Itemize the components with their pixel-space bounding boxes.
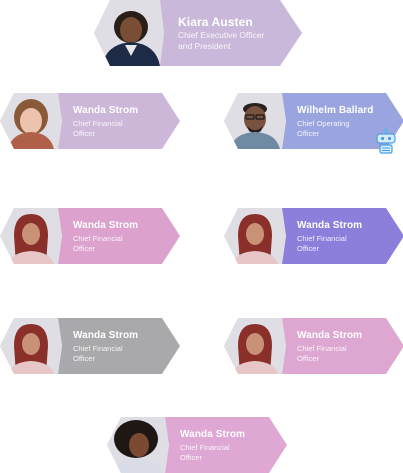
person-avatar [224,208,286,264]
person-avatar [224,318,286,374]
node-name: Wilhelm Ballard [297,105,374,116]
person-avatar [0,318,62,374]
node-title: Chief Financial Officer [73,119,153,138]
node-title-line: Chief Financial [73,234,123,243]
robot-icon[interactable] [374,127,398,155]
node-title-line: Chief Financial [180,443,230,452]
org-node-cfo[interactable]: Wanda Strom Chief Financial Officer [224,208,403,264]
node-title-line: Chief Financial [73,119,123,128]
node-name: Wanda Strom [180,429,246,440]
person-avatar [0,208,62,264]
node-name: Wanda Strom [297,220,363,231]
org-node-ceo[interactable]: Kiara Austen Chief Executive Officer and… [94,0,302,66]
org-node-cfo[interactable]: Wanda Strom Chief Financial Officer [224,318,403,374]
node-title-line: Officer [73,128,95,138]
node-title: Chief Financial Officer [180,443,260,462]
node-title-line: Officer [297,243,319,253]
node-title: Chief Executive Officer and President [178,30,278,51]
org-node-cfo[interactable]: Wanda Strom Chief Financial Officer [107,417,287,473]
person-avatar [107,417,169,473]
person-avatar [224,93,286,149]
node-title-line: Officer [73,243,95,253]
node-name: Kiara Austen [178,15,253,29]
node-title-line: Chief Financial [297,344,347,353]
org-node-cfo[interactable]: Wanda Strom Chief Financial Officer [0,208,180,264]
node-title-line: Chief Operating [297,119,350,128]
node-title-line: Officer [297,128,319,138]
node-title-line: Chief Financial [297,234,347,243]
org-node-cfo[interactable]: Wanda Strom Chief Financial Officer [0,93,180,149]
node-title: Chief Financial Officer [297,344,377,363]
person-avatar [0,93,62,149]
node-title-line: and President [178,40,231,51]
node-name: Wanda Strom [297,330,363,341]
node-title-line: Chief Financial [73,344,123,353]
org-node-cfo[interactable]: Wanda Strom Chief Financial Officer [0,318,180,374]
node-title-line: Officer [180,452,202,462]
node-title-line: Officer [297,353,319,363]
node-title: Chief Financial Officer [297,234,377,253]
node-name: Wanda Strom [73,220,139,231]
node-title: Chief Financial Officer [73,344,153,363]
node-name: Wanda Strom [73,330,139,341]
node-title-line: Officer [73,353,95,363]
person-avatar [94,0,164,66]
node-title: Chief Operating Officer [297,119,377,138]
node-title: Chief Financial Officer [73,234,153,253]
node-name: Wanda Strom [73,105,139,116]
node-title-line: Chief Executive Officer [178,30,265,40]
org-node-coo[interactable]: Wilhelm Ballard Chief Operating Officer [224,93,403,154]
